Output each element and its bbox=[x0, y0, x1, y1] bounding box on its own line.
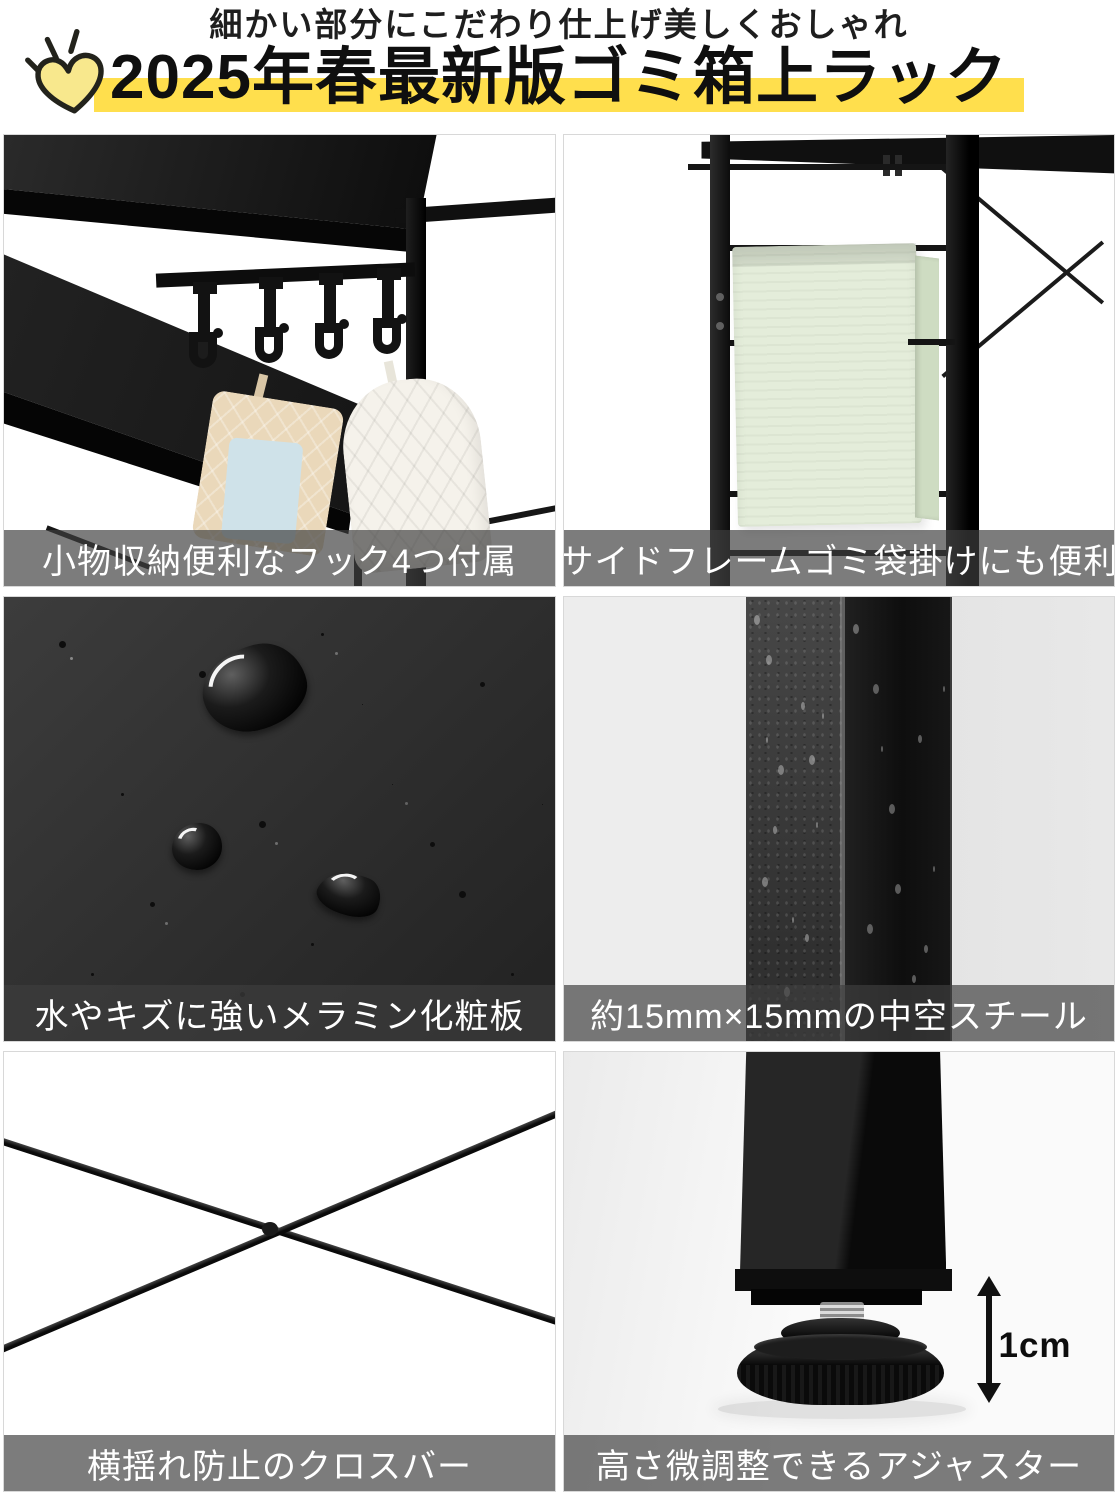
feature-caption: 約15mm×15mmの中空スチール bbox=[564, 985, 1114, 1041]
title-highlight: 2025年春最新版ゴミ箱上ラック bbox=[94, 42, 1024, 112]
steel-tube-right-face bbox=[841, 597, 952, 1041]
steel-tube-corner-ridge bbox=[839, 597, 845, 1041]
feature-caption: 横揺れ防止のクロスバー bbox=[4, 1435, 555, 1491]
feature-panel-side-frame: サイドフレームゴミ袋掛けにも便利 bbox=[563, 134, 1115, 587]
height-range-arrow-icon bbox=[974, 1275, 1004, 1404]
bolt-head bbox=[716, 292, 725, 301]
small-water-droplets bbox=[59, 641, 67, 649]
right-frame-post bbox=[946, 135, 980, 586]
feature-caption: サイドフレームゴミ袋掛けにも便利 bbox=[564, 530, 1114, 586]
steel-tube-edge-highlight bbox=[950, 597, 954, 1041]
feature-caption: 高さ微調整できるアジャスター bbox=[564, 1435, 1114, 1491]
arrow-down-head bbox=[976, 1383, 1001, 1404]
arrow-up-head bbox=[976, 1275, 1001, 1296]
towel-fold-shadow bbox=[731, 243, 917, 268]
steel-tube-photo bbox=[564, 597, 1114, 1041]
feature-caption: 小物収納便利なフック4つ付属 bbox=[4, 530, 555, 586]
hook-icon bbox=[254, 277, 289, 381]
page-title: 2025年春最新版ゴミ箱上ラック bbox=[0, 42, 1118, 112]
foot-shadow bbox=[718, 1398, 966, 1419]
leg-end-cap-step bbox=[751, 1289, 922, 1305]
side-frame-photo bbox=[564, 135, 1114, 586]
drop-highlight bbox=[325, 873, 366, 906]
feature-caption: 水やキズに強いメラミン化粧板 bbox=[4, 985, 555, 1041]
arrow-shaft bbox=[985, 1289, 992, 1390]
square-leg bbox=[740, 1052, 947, 1272]
cross-bar bbox=[4, 1107, 555, 1355]
feature-panel-hooks: 小物収納便利なフック4つ付属 bbox=[3, 134, 556, 587]
sparkle-heart-icon bbox=[14, 16, 122, 120]
towel-folded-edge bbox=[914, 255, 940, 520]
rack-corner-photo bbox=[4, 135, 555, 586]
feature-panel-melamine: 水やキズに強いメラミン化粧板 bbox=[3, 596, 556, 1042]
hook-icon bbox=[373, 268, 408, 372]
hook-icon bbox=[315, 272, 350, 377]
melamine-board-photo bbox=[4, 597, 555, 1041]
header: 細かい部分にこだわり仕上げ美しくおしゃれ 2025年春最新版ゴミ箱上ラック bbox=[0, 0, 1118, 134]
leg-end-cap bbox=[734, 1269, 952, 1292]
cross-bar-joint bbox=[261, 1222, 278, 1237]
frame-rung bbox=[687, 164, 980, 171]
feature-panel-steel: 約15mm×15mmの中空スチール bbox=[563, 596, 1115, 1042]
adjuster-base-top bbox=[753, 1333, 927, 1361]
height-annotation: 1cm bbox=[998, 1326, 1072, 1366]
feature-panel-crossbar: 横揺れ防止のクロスバー bbox=[3, 1051, 556, 1492]
left-frame-post bbox=[709, 135, 731, 586]
adjuster-foot-photo: 1cm bbox=[564, 1052, 1114, 1491]
hook-icon bbox=[188, 281, 223, 386]
water-droplets bbox=[852, 623, 859, 634]
bolt-head bbox=[716, 322, 725, 331]
blue-pad bbox=[221, 436, 305, 545]
feature-grid: 小物収納便利なフック4つ付属 サイドフレームゴミ袋掛けにも便利 bbox=[0, 134, 1118, 1492]
header-subtitle: 細かい部分にこだわり仕上げ美しくおしゃれ bbox=[209, 6, 909, 43]
droplet-glints bbox=[70, 656, 74, 660]
cross-bars-photo bbox=[4, 1052, 555, 1491]
feature-panel-adjuster: 1cm 高さ微調整できるアジャスター bbox=[563, 1051, 1115, 1492]
frame-rung-front bbox=[907, 338, 955, 345]
sage-green-towel bbox=[731, 243, 922, 527]
steel-tube-left-face bbox=[745, 597, 843, 1041]
medium-water-drop bbox=[171, 822, 222, 871]
water-droplets bbox=[753, 614, 760, 625]
